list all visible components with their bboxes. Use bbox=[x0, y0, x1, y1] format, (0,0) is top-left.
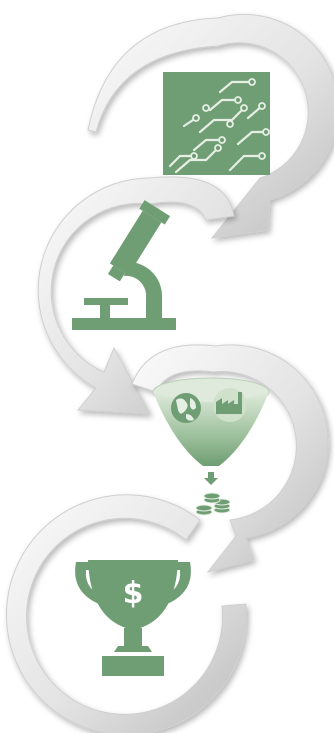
microscope-icon bbox=[72, 200, 176, 330]
cycle-arrow-4 bbox=[6, 494, 247, 733]
cycle-arrow-2 bbox=[37, 176, 235, 415]
trophy-icon: $ bbox=[75, 560, 191, 676]
cycle-arrow-1 bbox=[87, 13, 334, 239]
factory-icon bbox=[213, 388, 247, 422]
trophy-dollar-sign: $ bbox=[123, 576, 144, 611]
funnel-icon bbox=[152, 377, 270, 516]
coins-icon bbox=[195, 492, 231, 516]
globe-icon bbox=[171, 393, 201, 423]
circuit-board-icon bbox=[163, 72, 270, 175]
cycle-arrow-3 bbox=[131, 344, 329, 573]
